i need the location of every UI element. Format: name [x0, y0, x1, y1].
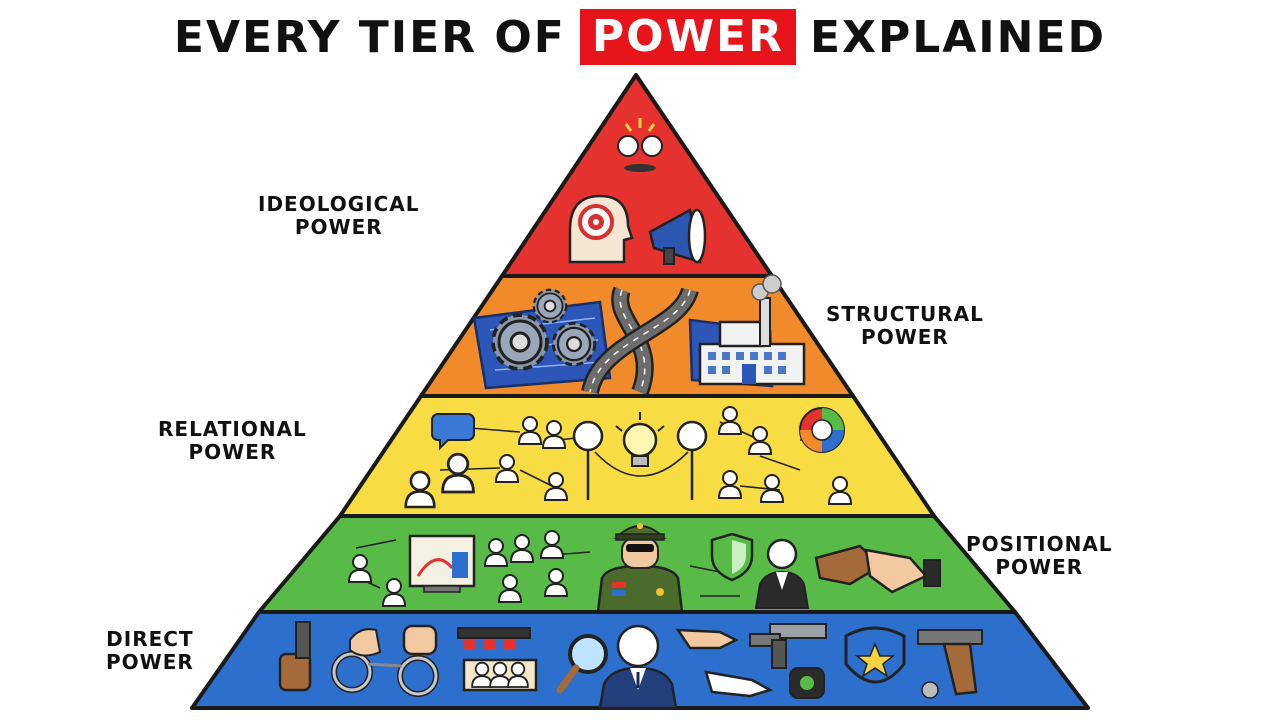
- magnifier-icon: [556, 634, 608, 694]
- page-title: EVERY TIER OF POWER EXPLAINED: [0, 8, 1280, 66]
- tier-positional: [257, 514, 1017, 614]
- title-part-1: EVERY TIER OF: [173, 11, 566, 63]
- factory-icon: [698, 274, 806, 386]
- handcuffs-icon: [331, 651, 439, 697]
- executive-icon: [754, 538, 810, 609]
- fist-icon: [349, 624, 438, 657]
- megaphone-icon: [648, 208, 707, 265]
- officer-icon: [596, 523, 684, 614]
- label-positional-power: POSITIONAL POWER: [966, 532, 1113, 579]
- official-icon: [598, 624, 678, 710]
- lightbulb-icon: [617, 118, 663, 172]
- lightbulb-icon: [615, 412, 665, 467]
- label-structural-power: STRUCTURAL POWER: [826, 302, 984, 349]
- tier-ideological: [500, 73, 774, 278]
- tier-relational: [338, 394, 936, 518]
- head-target-icon: [568, 194, 634, 264]
- title-part-2: EXPLAINED: [809, 11, 1107, 63]
- title-highlight: POWER: [579, 9, 796, 65]
- roads-icon: [581, 286, 699, 396]
- police-badge-icon: [844, 626, 906, 684]
- pistol-icon: [917, 629, 983, 699]
- taser-grip-icon: [278, 621, 312, 692]
- pointing-hand-icon: [675, 628, 774, 698]
- speech-bubble-icon: [431, 413, 475, 451]
- handshake-icon: [814, 544, 941, 594]
- pie-chart-icon: [799, 407, 845, 453]
- taser-icon: [749, 623, 827, 699]
- tier-structural: [419, 274, 855, 398]
- label-ideological-power: IDEOLOGICAL POWER: [258, 192, 420, 239]
- label-direct-power: DIRECT POWER: [106, 627, 194, 674]
- people-network-icon: [404, 406, 852, 509]
- label-relational-power: RELATIONAL POWER: [158, 417, 307, 464]
- tier-direct: [190, 610, 1090, 710]
- chart-screen-icon: [408, 534, 476, 593]
- shield-icon: [710, 532, 754, 582]
- jury-box-icon: [457, 627, 538, 692]
